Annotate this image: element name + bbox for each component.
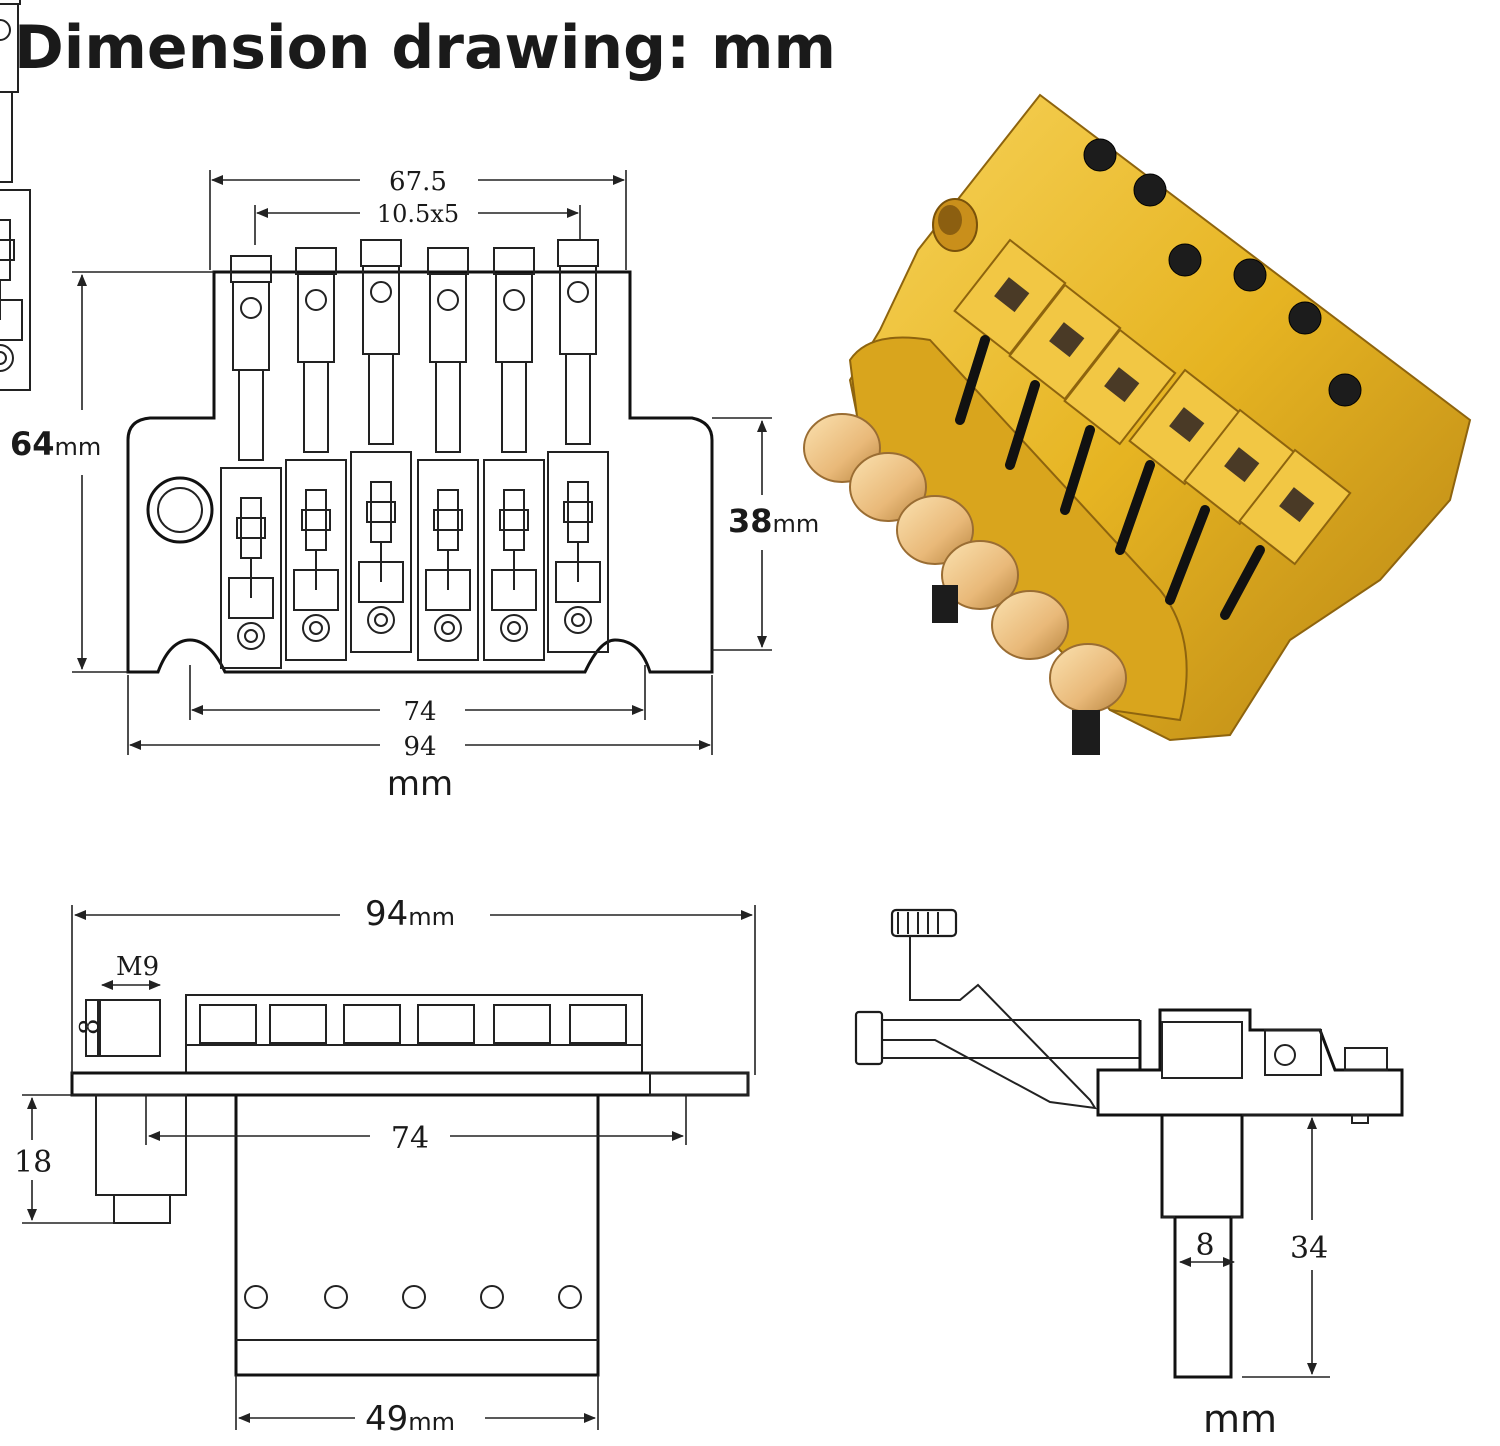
bridge-lock-screws [1083, 138, 1362, 407]
end-view-fine-tuner [854, 1010, 884, 1066]
end-view-arm-knob [890, 908, 958, 938]
dim-saddle-spacing: 10.5x5 [377, 200, 459, 228]
end-view-drawing: 8 34 mm [854, 908, 1404, 1441]
dim-post-spacing: 74 [403, 697, 436, 727]
end-view-arm [870, 936, 1097, 1110]
side-view-post [95, 1094, 187, 1196]
dim-width-outer: 67.5 [389, 167, 447, 197]
end-view-unit: mm [1203, 1397, 1277, 1441]
dim-body-height: 38mm [728, 502, 819, 540]
side-view-baseplate [70, 1071, 750, 1097]
top-view-body-outline [126, 270, 714, 674]
top-view-unit: mm [387, 764, 453, 804]
top-view-drawing: 67.5 10.5x5 64mm 38mm 74 94 mm [0, 0, 819, 804]
side-view-block-holes [244, 1285, 582, 1309]
end-view-baseplate [1096, 1008, 1404, 1117]
top-view-stud-hole [146, 476, 214, 544]
bridge-pivot-hole [938, 205, 962, 235]
dim-side-width: 94mm [365, 894, 455, 934]
side-view-stud [97, 999, 161, 1057]
dim-height: 64mm [10, 425, 101, 463]
dim-block-depth: 34 [1290, 1231, 1328, 1266]
top-view-saddles [0, 0, 31, 391]
dim-block-width: 49mm [365, 1399, 455, 1439]
end-view-saddle [1161, 1021, 1243, 1079]
side-view-trem-block [234, 1093, 600, 1377]
dim-width-total: 94 [403, 732, 436, 762]
bridge-saddles [953, 238, 1352, 566]
dim-side-post-spacing: 74 [391, 1121, 429, 1156]
side-view-saddles [185, 994, 643, 1074]
side-view-drawing: 94mm M9 8 18 74 49mm [14, 894, 756, 1439]
dim-block-thickness: 8 [1195, 1228, 1214, 1263]
dim-thread: M9 [116, 952, 159, 982]
end-view-block [1173, 1215, 1233, 1379]
gold-bridge-photo [803, 93, 1472, 755]
end-view-block-top [1160, 1113, 1244, 1219]
dim-post-height: 18 [14, 1145, 52, 1180]
top-view-stud-hole-inner [157, 487, 203, 533]
top-view-saddle [0, 0, 31, 391]
bridge-springs [955, 335, 1265, 620]
dim-post-dim: 8 [75, 1018, 105, 1035]
page-title: Dimension drawing: mm [14, 13, 836, 83]
bridge-fine-tuners [803, 413, 1127, 755]
